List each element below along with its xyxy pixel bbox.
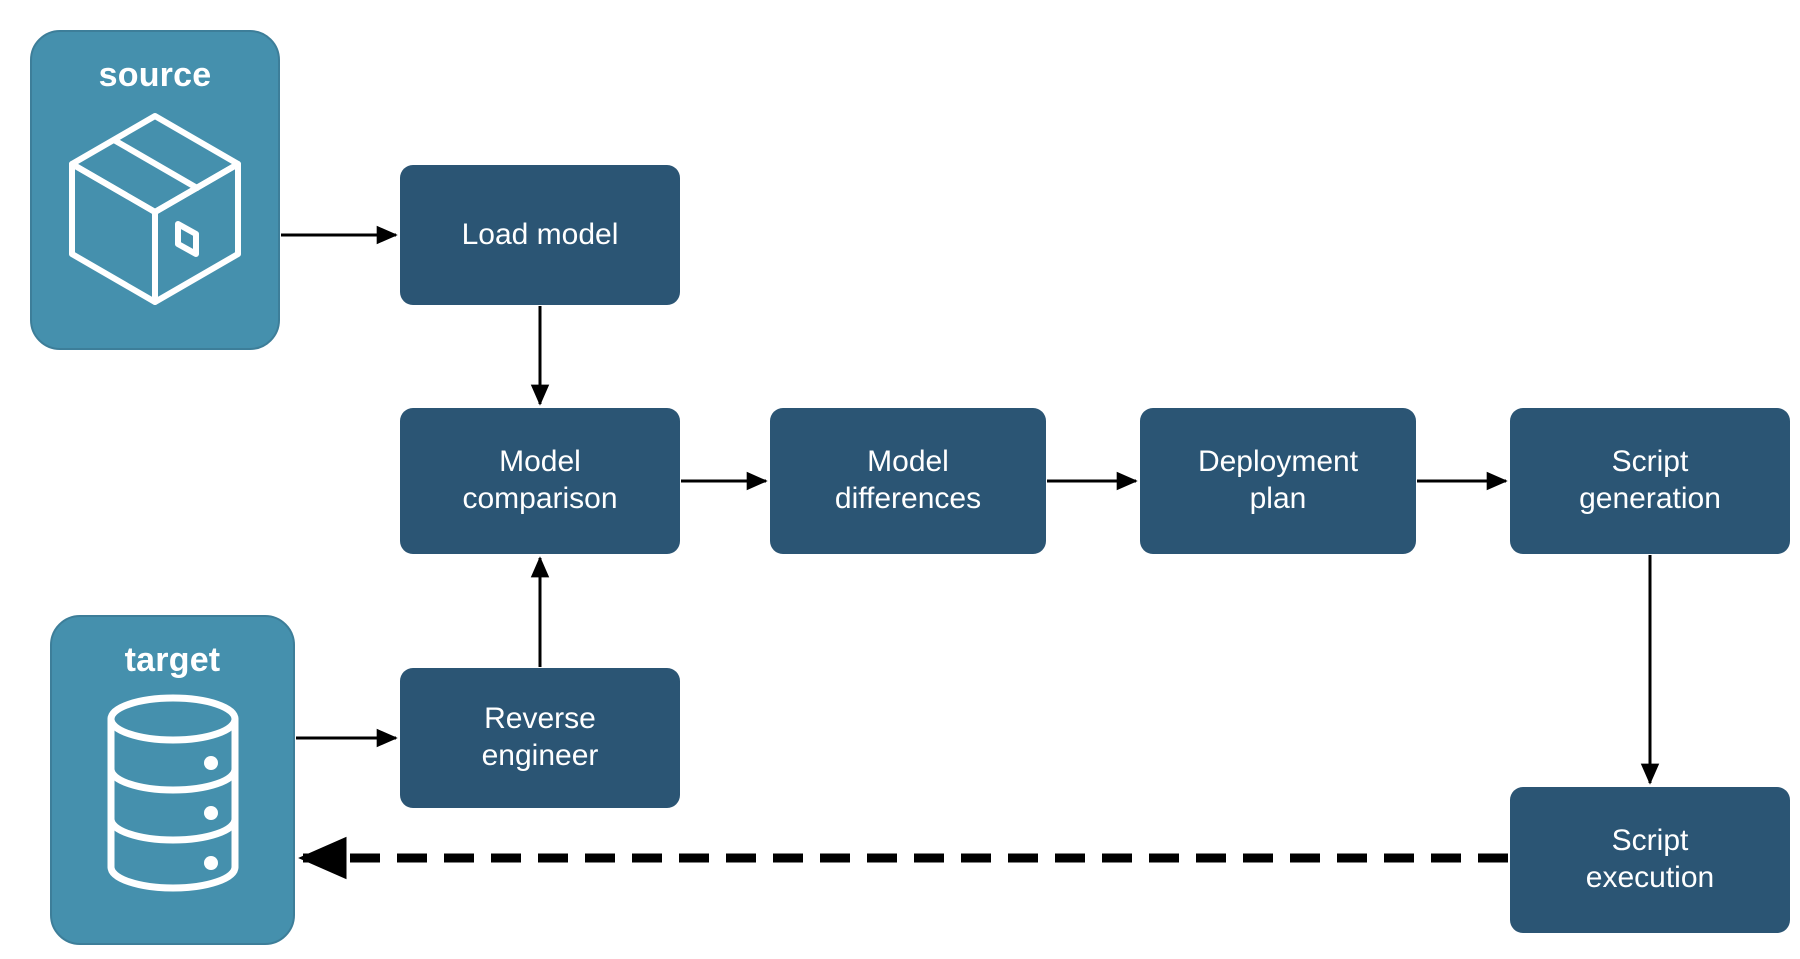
node-model-differences[interactable]: Model differences: [770, 408, 1046, 554]
node-reverse-engineer[interactable]: Reverse engineer: [400, 668, 680, 808]
node-deployment-plan[interactable]: Deployment plan: [1140, 408, 1416, 554]
node-load-model[interactable]: Load model: [400, 165, 680, 305]
endpoint-target[interactable]: target: [50, 615, 295, 945]
node-script-execution[interactable]: Script execution: [1510, 787, 1790, 933]
database-cylinder-icon: [107, 694, 238, 892]
package-box-icon: [69, 113, 241, 305]
node-model-comparison[interactable]: Model comparison: [400, 408, 680, 554]
endpoint-source[interactable]: source: [30, 30, 280, 350]
node-script-generation[interactable]: Script generation: [1510, 408, 1790, 554]
endpoint-source-label: source: [98, 56, 212, 94]
endpoint-target-label: target: [124, 641, 221, 679]
